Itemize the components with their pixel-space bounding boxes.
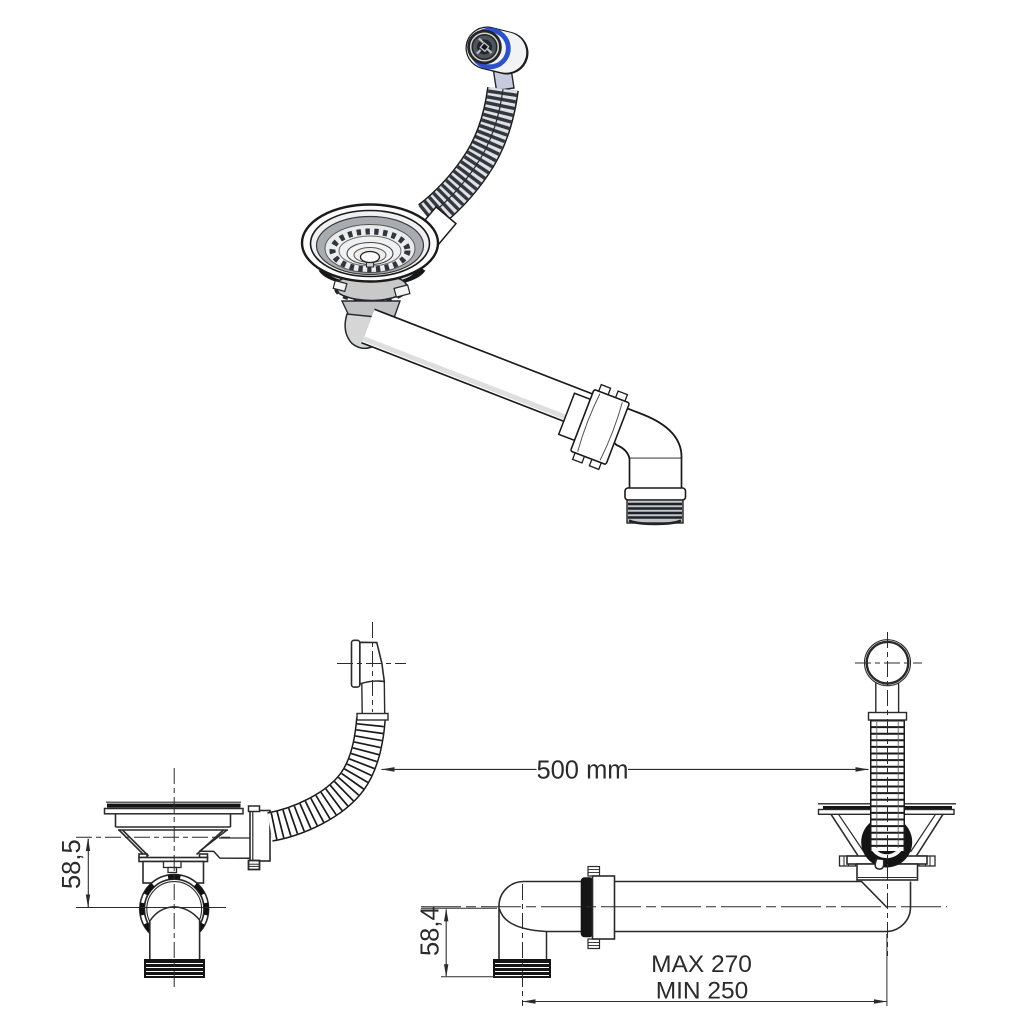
- svg-text:58,4: 58,4: [417, 906, 445, 956]
- svg-text:58,5: 58,5: [58, 839, 86, 889]
- svg-text:500 mm: 500 mm: [536, 757, 628, 785]
- svg-text:MAX 270: MAX 270: [651, 951, 752, 978]
- svg-text:MIN 250: MIN 250: [656, 978, 749, 1005]
